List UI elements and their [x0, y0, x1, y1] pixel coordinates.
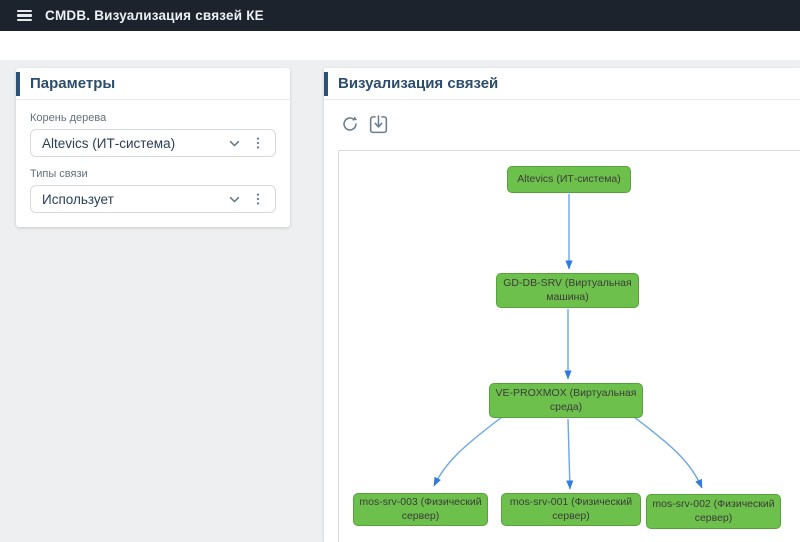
refresh-icon[interactable] [340, 114, 360, 134]
hamburger-icon[interactable] [17, 10, 32, 21]
link-types-select[interactable]: Использует [30, 185, 276, 213]
tree-node-mos-srv-003[interactable]: mos-srv-003 (Физический сервер) [353, 493, 488, 526]
tree-node-altevics[interactable]: Altevics (ИТ-система) [507, 166, 631, 193]
tree-root-field: Корень дерева Altevics (ИТ-система) [30, 112, 276, 157]
tree-node-gd-db-srv[interactable]: GD-DB-SRV (Виртуальная машина) [496, 273, 639, 308]
link-types-field: Типы связи Использует [30, 168, 276, 213]
tree-root-label: Корень дерева [30, 112, 107, 124]
visualization-toolbar [324, 100, 800, 134]
chevron-down-icon [229, 196, 240, 202]
sub-header-band [0, 31, 800, 60]
visualization-panel-header: Визуализация связей [324, 68, 800, 100]
parameters-panel-header: Параметры [16, 68, 290, 100]
accent-bar [324, 72, 328, 96]
tree-node-mos-srv-002[interactable]: mos-srv-002 (Физический сервер) [646, 494, 781, 529]
tree-root-select[interactable]: Altevics (ИТ-система) [30, 129, 276, 157]
relationship-tree-canvas[interactable]: Altevics (ИТ-система) GD-DB-SRV (Виртуал… [338, 150, 800, 542]
tree-node-mos-srv-001[interactable]: mos-srv-001 (Физический сервер) [501, 493, 641, 526]
kebab-menu-icon[interactable] [252, 136, 264, 150]
link-types-value: Использует [42, 191, 114, 207]
app-header: CMDB. Визуализация связей КЕ [0, 0, 800, 31]
chevron-down-icon [229, 140, 240, 146]
visualization-panel: Визуализация связей [324, 68, 800, 542]
tree-edges [433, 194, 703, 490]
tree-node-ve-proxmox[interactable]: VE-PROXMOX (Виртуальная среда) [489, 383, 643, 418]
download-icon[interactable] [368, 114, 388, 134]
tree-root-value: Altevics (ИТ-система) [42, 135, 176, 151]
app-title: CMDB. Визуализация связей КЕ [45, 8, 264, 23]
kebab-menu-icon[interactable] [252, 192, 264, 206]
accent-bar [16, 72, 20, 96]
parameters-title: Параметры [30, 75, 116, 92]
link-types-label: Типы связи [30, 168, 88, 180]
visualization-title: Визуализация связей [338, 75, 499, 92]
parameters-panel: Параметры Корень дерева Altevics (ИТ-сис… [16, 68, 290, 227]
